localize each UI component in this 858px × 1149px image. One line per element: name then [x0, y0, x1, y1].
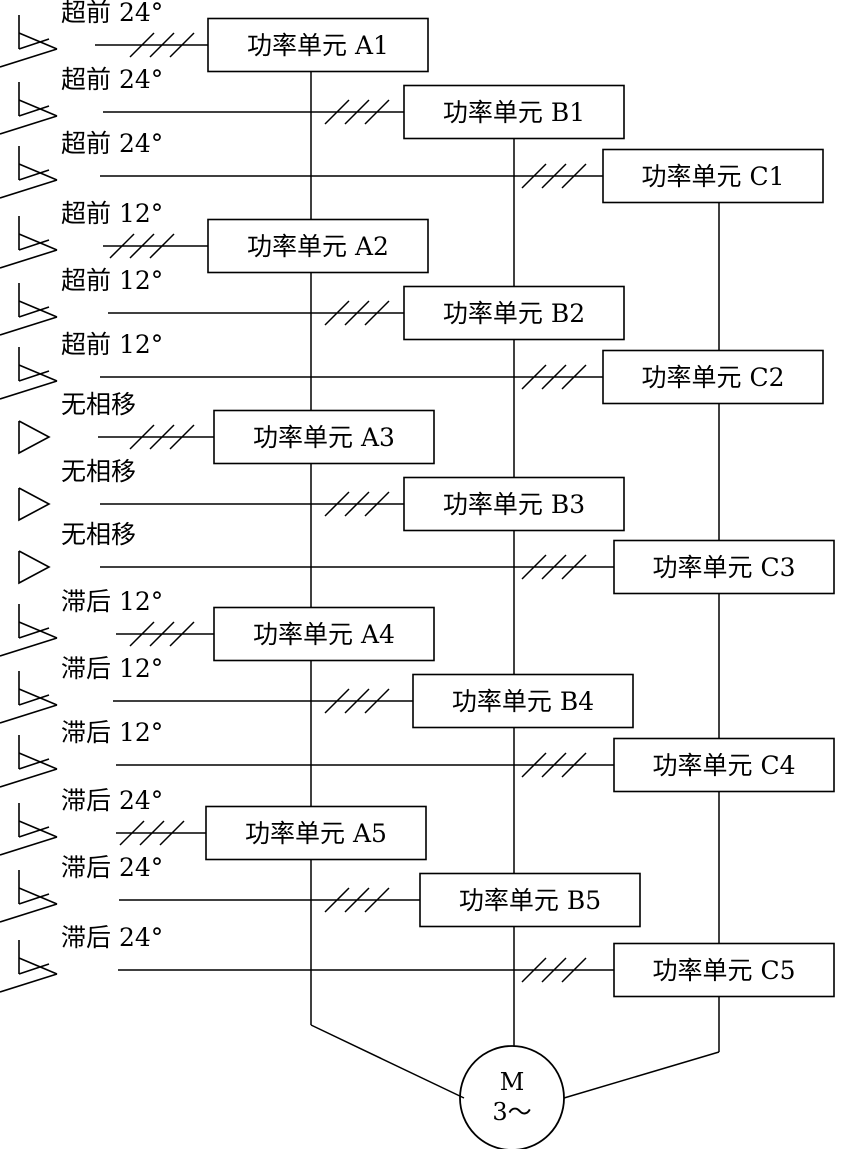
phase-shift-label: 超前 12°: [61, 266, 163, 295]
three-phase-marker: [324, 491, 390, 517]
phase-shift-label: 超前 12°: [61, 199, 163, 228]
transformer-winding-icon: [18, 550, 51, 585]
power-unit-label: 功率单元 B3: [443, 490, 585, 519]
power-unit-label: 功率单元 A2: [247, 232, 389, 261]
power-unit-box: [213, 409, 435, 465]
transformer-winding-icon: [0, 216, 58, 269]
motor-sublabel: 3～: [492, 1098, 531, 1126]
power-unit-label: 功率单元 B4: [452, 687, 594, 716]
three-phase-marker: [521, 957, 587, 983]
power-unit-box: [419, 872, 641, 928]
three-phase-marker: [129, 621, 195, 647]
power-unit-box: [602, 349, 824, 405]
row-功率单元-A5: 滞后 24° 功率单元 A5: [0, 786, 427, 861]
power-unit-label: 功率单元 C5: [653, 956, 796, 985]
row-功率单元-A2: 超前 12° 功率单元 A2: [0, 199, 429, 274]
power-unit-label: 功率单元 C4: [653, 751, 796, 780]
power-unit-label: 功率单元 B5: [459, 886, 601, 915]
transformer-winding-icon: [0, 347, 58, 400]
power-unit-box: [613, 539, 835, 595]
power-unit-label: 功率单元 C2: [642, 363, 785, 392]
power-unit-label: 功率单元 A1: [247, 31, 389, 60]
motor-circle: [459, 1045, 565, 1149]
power-unit-box: [403, 84, 625, 140]
transformer-winding-icon: [0, 146, 58, 199]
power-unit-box: [412, 673, 634, 729]
row-功率单元-C1: 超前 24° 功率单元 C1: [0, 129, 824, 204]
power-unit-box: [613, 942, 835, 998]
power-unit-box: [207, 218, 429, 274]
motor-wire-a: [310, 1024, 465, 1099]
power-unit-label: 功率单元 A3: [253, 423, 395, 452]
three-phase-marker: [109, 233, 175, 259]
power-unit-box: [205, 805, 427, 861]
row-功率单元-B5: 滞后 24° 功率单元 B5: [0, 853, 641, 928]
power-unit-box: [403, 285, 625, 341]
transformer-winding-icon: [0, 283, 58, 336]
power-unit-label: 功率单元 B1: [443, 98, 585, 127]
power-unit-label: 功率单元 C3: [653, 553, 796, 582]
row-功率单元-C4: 滞后 12° 功率单元 C4: [0, 718, 835, 793]
row-功率单元-B1: 超前 24° 功率单元 B1: [0, 65, 625, 140]
row-功率单元-B2: 超前 12° 功率单元 B2: [0, 266, 625, 341]
phase-shift-label: 超前 12°: [61, 330, 163, 359]
power-unit-box: [207, 17, 429, 73]
transformer-winding-icon: [0, 671, 58, 724]
three-phase-marker: [119, 820, 185, 846]
three-phase-marker: [324, 99, 390, 125]
transformer-winding-icon: [18, 487, 51, 522]
three-phase-marker: [521, 364, 587, 390]
phase-shift-label: 滞后 24°: [61, 853, 163, 882]
phase-shift-label: 滞后 12°: [61, 654, 163, 683]
phase-shift-label: 超前 24°: [61, 0, 163, 27]
row-功率单元-C2: 超前 12° 功率单元 C2: [0, 330, 824, 405]
power-unit-label: 功率单元 A4: [253, 620, 395, 649]
three-phase-marker: [521, 554, 587, 580]
power-unit-box: [213, 606, 435, 662]
phase-shift-label: 滞后 12°: [61, 587, 163, 616]
transformer-winding-icon: [0, 940, 58, 993]
phase-shift-label: 滞后 24°: [61, 923, 163, 952]
three-phase-marker: [324, 887, 390, 913]
transformer-winding-icon: [0, 604, 58, 657]
row-功率单元-A4: 滞后 12° 功率单元 A4: [0, 587, 435, 662]
phase-shift-label: 滞后 12°: [61, 718, 163, 747]
phase-shift-label: 滞后 24°: [61, 786, 163, 815]
phase-shift-label: 超前 24°: [61, 65, 163, 94]
phase-shift-label: 无相移: [61, 390, 136, 419]
power-unit-label: 功率单元 B2: [443, 299, 585, 328]
transformer-winding-icon: [0, 15, 58, 68]
transformer-winding-icon: [18, 420, 51, 455]
power-unit-label: 功率单元 C1: [642, 162, 785, 191]
phase-shift-label: 无相移: [61, 457, 136, 486]
three-phase-marker: [324, 688, 390, 714]
motor: M 3～: [310, 1024, 720, 1149]
row-功率单元-B4: 滞后 12° 功率单元 B4: [0, 654, 634, 729]
three-phase-marker: [129, 424, 195, 450]
motor-label: M: [500, 1068, 525, 1096]
phase-shift-label: 无相移: [61, 520, 136, 549]
row-功率单元-C5: 滞后 24° 功率单元 C5: [0, 923, 835, 998]
power-unit-box: [403, 476, 625, 532]
power-unit-box: [602, 148, 824, 204]
three-phase-marker: [129, 32, 195, 58]
three-phase-marker: [324, 300, 390, 326]
transformer-winding-icon: [0, 803, 58, 856]
transformer-winding-icon: [0, 82, 58, 135]
phase-shift-label: 超前 24°: [61, 129, 163, 158]
three-phase-marker: [521, 163, 587, 189]
transformer-winding-icon: [0, 870, 58, 923]
power-unit-box: [613, 737, 835, 793]
row-功率单元-A1: 超前 24° 功率单元 A1: [0, 0, 429, 73]
power-unit-label: 功率单元 A5: [245, 819, 387, 848]
phase-bus-lines: [310, 71, 720, 1052]
three-phase-marker: [521, 752, 587, 778]
motor-wire-c: [563, 1051, 720, 1099]
transformer-winding-icon: [0, 735, 58, 788]
